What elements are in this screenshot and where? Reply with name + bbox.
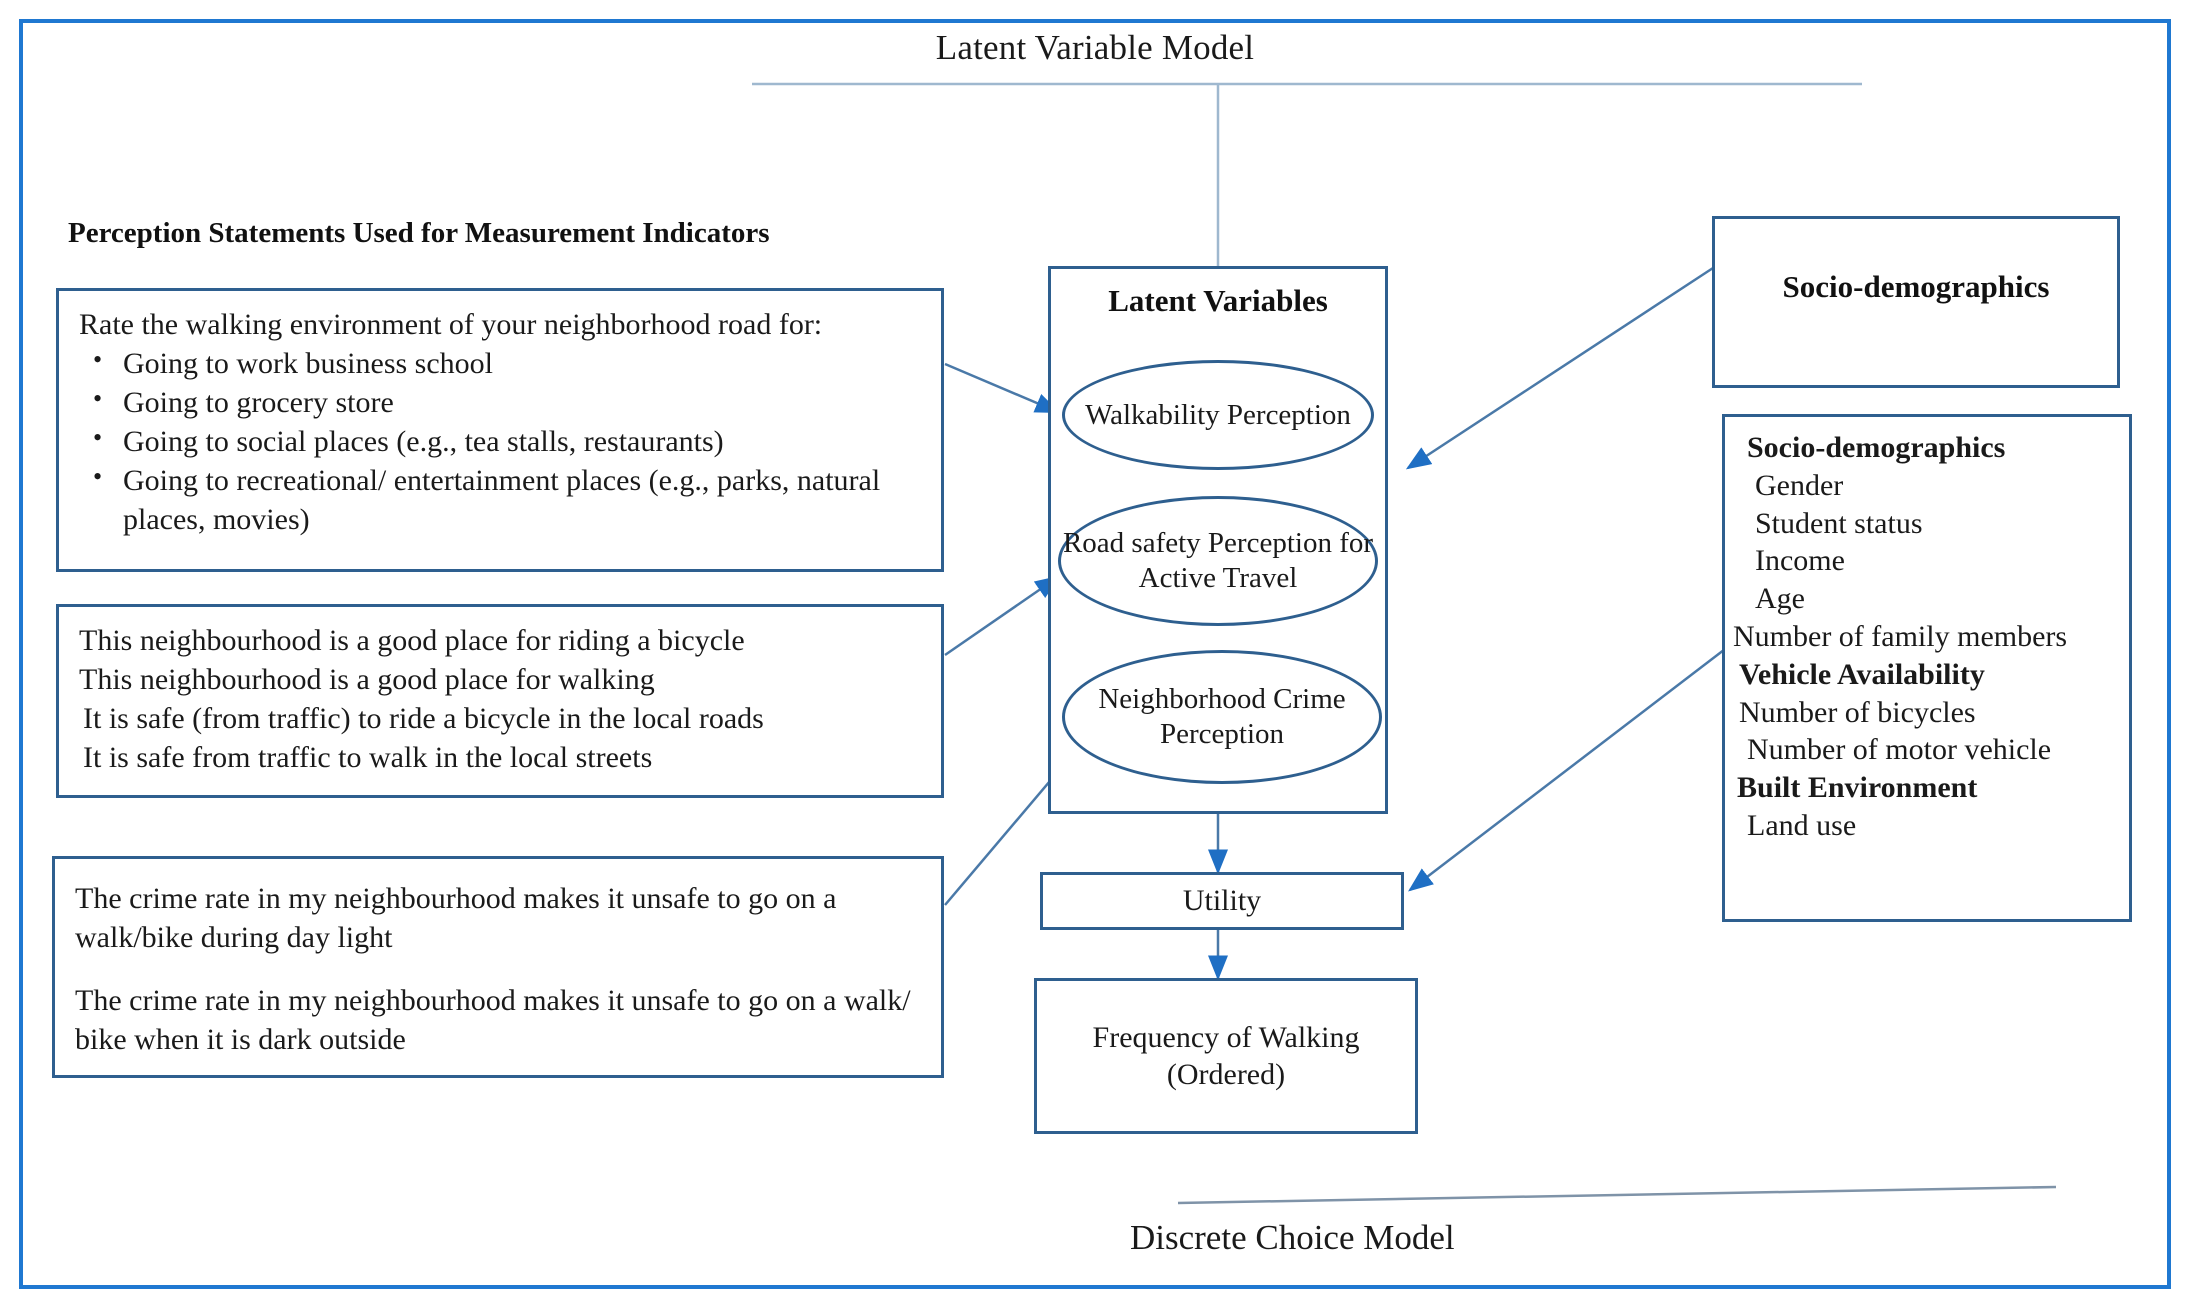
utility-label: Utility — [1182, 884, 1262, 918]
list-item: Number of bicycles — [1739, 695, 1976, 729]
diagram-top-title: Latent Variable Model — [935, 28, 1255, 67]
utility-box: Utility — [1040, 872, 1404, 930]
road-safety-statements-box: This neighbourhood is a good place for r… — [56, 604, 944, 798]
list-item: Going to social places (e.g., tea stalls… — [79, 421, 925, 461]
walkability-statements-box: Rate the walking environment of your nei… — [56, 288, 944, 572]
statement-line: It is safe (from traffic) to ride a bicy… — [83, 702, 764, 735]
group-heading: Built Environment — [1737, 771, 1978, 805]
outcome-frequency-of-walking-box: Frequency of Walking (Ordered) — [1034, 978, 1418, 1134]
list-item: Going to recreational/ entertainment pla… — [79, 460, 925, 539]
socio-demographics-detail-box: Socio-demographics Gender Student status… — [1722, 414, 2132, 922]
statement-line: It is safe from traffic to walk in the l… — [83, 741, 653, 774]
ellipse-label: Neighborhood Crime Perception — [1098, 683, 1346, 750]
list-item: Land use — [1747, 808, 1857, 842]
list-item: Student status — [1755, 506, 1923, 540]
statement-paragraph: The crime rate in my neighbourhood makes… — [75, 984, 911, 1056]
latent-variables-title: Latent Variables — [1108, 283, 1328, 318]
statement-paragraph: The crime rate in my neighbourhood makes… — [75, 882, 837, 954]
socio-demographics-title: Socio-demographics — [1782, 269, 2050, 304]
list-item: Number of family members — [1733, 619, 2068, 653]
list-item: Going to work business school — [79, 343, 925, 383]
group-heading: Vehicle Availability — [1739, 657, 1985, 691]
socio-demographics-title-box: Socio-demographics — [1712, 216, 2120, 388]
list-item: Age — [1755, 582, 1805, 616]
list-item: Number of motor vehicle — [1747, 733, 2052, 767]
statement-line: This neighbourhood is a good place for w… — [79, 663, 655, 696]
group-heading: Socio-demographics — [1747, 431, 2006, 464]
list-item: Income — [1755, 544, 1845, 578]
crime-statements-box: The crime rate in my neighbourhood makes… — [52, 856, 944, 1078]
perception-statements-heading: Perception Statements Used for Measureme… — [68, 217, 770, 249]
latent-variable-neighborhood-crime-perception: Neighborhood Crime Perception — [1062, 650, 1382, 784]
latent-variable-road-safety-perception: Road safety Perception for Active Travel — [1058, 496, 1378, 626]
walkability-intro: Rate the walking environment of your nei… — [79, 308, 823, 341]
statement-line: This neighbourhood is a good place for r… — [79, 624, 745, 657]
latent-variable-walkability-perception: Walkability Perception — [1062, 360, 1374, 470]
ellipse-label: Road safety Perception for Active Travel — [1062, 527, 1374, 594]
list-item: Gender — [1755, 468, 1844, 502]
ellipse-label: Walkability Perception — [1085, 398, 1351, 431]
outcome-label: Frequency of Walking (Ordered) — [1092, 1020, 1360, 1092]
walkability-bullet-list: Going to work business school Going to g… — [79, 343, 925, 539]
list-item: Going to grocery store — [79, 382, 925, 422]
diagram-bottom-title: Discrete Choice Model — [1130, 1218, 1455, 1257]
